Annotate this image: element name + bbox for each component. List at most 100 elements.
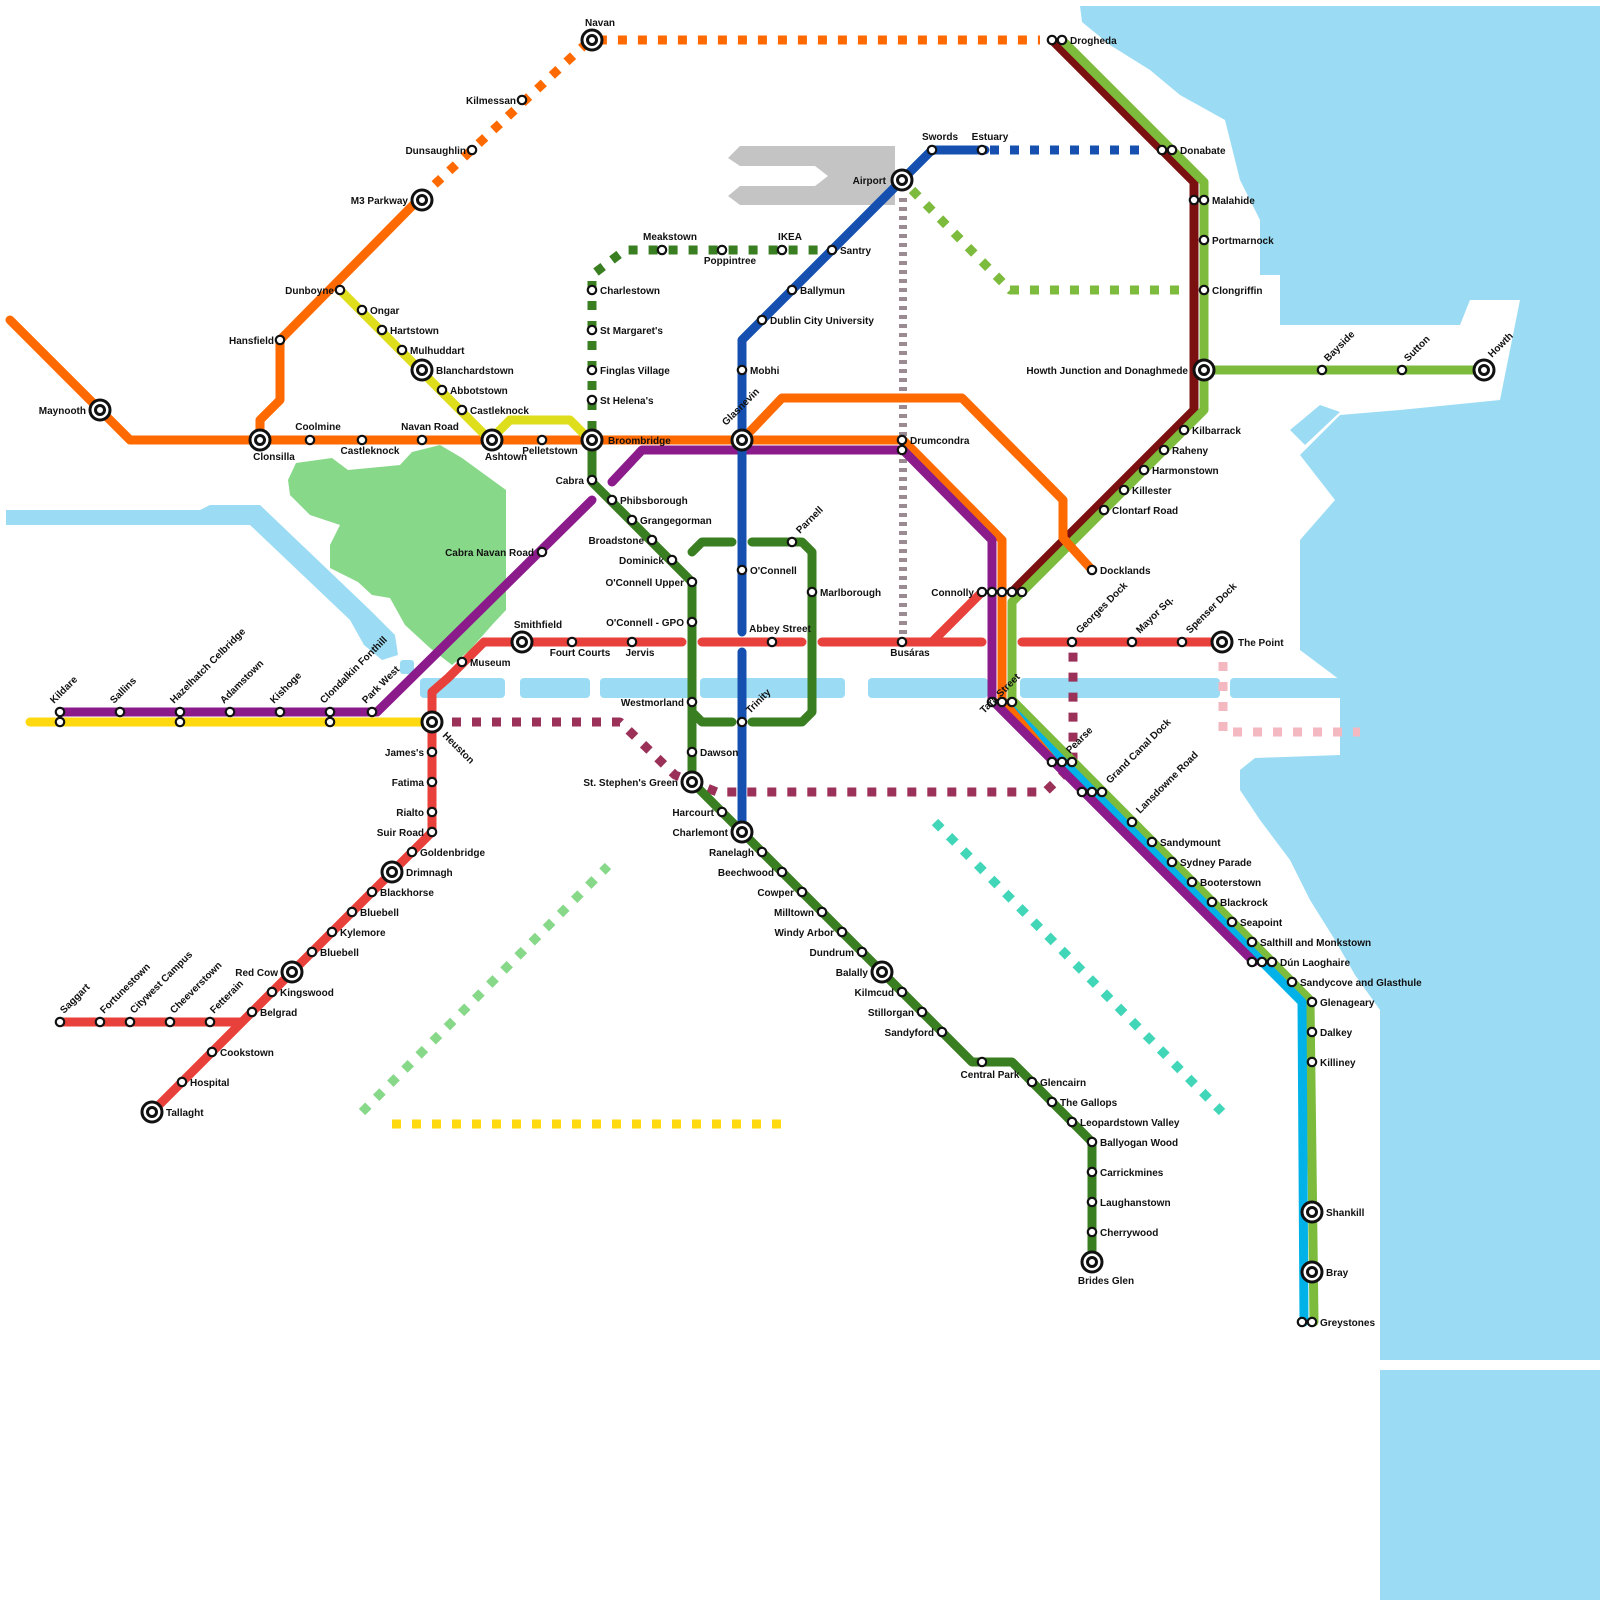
station-hansfield[interactable]: Hansfield bbox=[229, 334, 286, 347]
station-kilmessan[interactable]: Kilmessan bbox=[466, 94, 528, 107]
station-georges-dock[interactable]: Georges Dock bbox=[1066, 580, 1131, 648]
station-glenageary[interactable]: Glenageary bbox=[1306, 996, 1375, 1009]
station-jervis[interactable]: Jervis bbox=[626, 636, 655, 659]
station-st-helenas[interactable]: St Helena's bbox=[586, 394, 654, 407]
station-navan-road[interactable]: Navan Road bbox=[401, 422, 459, 446]
station-finglas-village[interactable]: Finglas Village bbox=[586, 364, 670, 377]
station-ongar[interactable]: Ongar bbox=[356, 304, 400, 317]
station-ikea[interactable]: IKEA bbox=[776, 232, 802, 256]
station-oconnell-upper[interactable]: O'Connell Upper bbox=[606, 576, 698, 589]
station-ashtown[interactable]: Ashtown bbox=[480, 428, 527, 463]
station-windy-arbor[interactable]: Windy Arbor bbox=[774, 926, 848, 939]
station-laughanstown[interactable]: Laughanstown bbox=[1086, 1196, 1171, 1209]
station-the-gallops[interactable]: The Gallops bbox=[1046, 1096, 1118, 1109]
station-sandycove[interactable]: Sandycove and Glasthule bbox=[1286, 976, 1422, 989]
station-brides-glen[interactable]: Brides Glen bbox=[1078, 1250, 1134, 1287]
station-airport[interactable]: Airport bbox=[853, 168, 914, 192]
station-blackhorse[interactable]: Blackhorse bbox=[366, 886, 435, 899]
station-booterstown[interactable]: Booterstown bbox=[1186, 876, 1261, 889]
station-seapoint[interactable]: Seapoint bbox=[1226, 916, 1283, 929]
station-fatima[interactable]: Fatima bbox=[392, 776, 438, 789]
station-goldenbridge[interactable]: Goldenbridge bbox=[406, 846, 486, 859]
station-dunboyne[interactable]: Dunboyne bbox=[285, 284, 346, 297]
station-connolly[interactable]: Connolly bbox=[931, 586, 1028, 599]
station-drimnagh[interactable]: Drimnagh bbox=[380, 860, 453, 884]
station-the-point[interactable]: The Point bbox=[1210, 630, 1284, 654]
station-drogheda[interactable]: Drogheda bbox=[1046, 34, 1117, 47]
station-belgrad[interactable]: Belgrad bbox=[246, 1006, 297, 1019]
station-clonsilla[interactable]: Clonsilla bbox=[248, 428, 295, 463]
station-clongriffin[interactable]: Clongriffin bbox=[1198, 284, 1263, 297]
station-four-courts[interactable]: Fourt Courts bbox=[550, 636, 611, 659]
station-tallaght[interactable]: Tallaght bbox=[140, 1100, 204, 1124]
station-suir-road[interactable]: Suir Road bbox=[377, 826, 438, 839]
station-oconnell-gpo[interactable]: O'Connell - GPO bbox=[606, 616, 698, 629]
station-castleknock-yg[interactable]: Castleknock bbox=[456, 404, 530, 417]
station-leopardstown-valley[interactable]: Leopardstown Valley bbox=[1066, 1116, 1180, 1129]
station-raheny[interactable]: Raheny bbox=[1158, 444, 1209, 457]
station-balally[interactable]: Balally bbox=[836, 960, 894, 984]
station-westmorland[interactable]: Westmorland bbox=[621, 696, 698, 709]
station-kylemore[interactable]: Kylemore bbox=[326, 926, 386, 939]
station-dalkey[interactable]: Dalkey bbox=[1306, 1026, 1353, 1039]
station-jamess[interactable]: James's bbox=[385, 746, 438, 759]
station-docklands[interactable]: Docklands bbox=[1086, 564, 1151, 577]
station-ballymun[interactable]: Ballymun bbox=[786, 284, 845, 297]
station-bluebell-1[interactable]: Bluebell bbox=[346, 906, 399, 919]
station-broadstone[interactable]: Broadstone bbox=[588, 534, 658, 547]
station-st-margarets[interactable]: St Margaret's bbox=[586, 324, 664, 337]
station-phibsborough[interactable]: Phibsborough bbox=[606, 494, 688, 507]
station-maynooth[interactable]: Maynooth bbox=[39, 398, 112, 422]
station-cabra-navan-road[interactable]: Cabra Navan Road bbox=[445, 546, 548, 559]
station-sydney-parade[interactable]: Sydney Parade bbox=[1166, 856, 1252, 869]
station-glencairn[interactable]: Glencairn bbox=[1026, 1076, 1086, 1089]
station-portmarnock[interactable]: Portmarnock bbox=[1198, 234, 1274, 247]
station-killiney[interactable]: Killiney bbox=[1306, 1056, 1356, 1069]
station-red-cow[interactable]: Red Cow bbox=[235, 960, 304, 984]
station-mobhi[interactable]: Mobhi bbox=[736, 364, 780, 377]
station-stillorgan[interactable]: Stillorgan bbox=[868, 1006, 928, 1019]
station-estuary[interactable]: Estuary bbox=[972, 132, 1009, 156]
station-dun-laoghaire[interactable]: Dún Laoghaire bbox=[1246, 956, 1351, 969]
station-dominick[interactable]: Dominick bbox=[619, 554, 678, 567]
station-lansdowne-road[interactable]: Lansdowne Road bbox=[1126, 750, 1201, 828]
station-abbey-street[interactable]: Abbey Street bbox=[749, 624, 812, 648]
station-harcourt[interactable]: Harcourt bbox=[672, 806, 728, 819]
station-parnell[interactable]: Parnell bbox=[786, 505, 826, 548]
station-hospital[interactable]: Hospital bbox=[176, 1076, 230, 1089]
station-rialto[interactable]: Rialto bbox=[396, 806, 438, 819]
station-citywest[interactable]: Citywest Campus bbox=[124, 949, 196, 1028]
station-dunsaughlin[interactable]: Dunsaughlin bbox=[405, 144, 478, 157]
station-cabra[interactable]: Cabra bbox=[556, 474, 598, 487]
station-dundrum[interactable]: Dundrum bbox=[810, 946, 868, 959]
station-ranelagh[interactable]: Ranelagh bbox=[709, 846, 768, 859]
station-kilmacud[interactable]: Kilmcud bbox=[855, 986, 908, 999]
station-sandymount[interactable]: Sandymount bbox=[1146, 836, 1221, 849]
station-hartstown[interactable]: Hartstown bbox=[376, 324, 439, 337]
station-drumcondra[interactable]: Drumcondra bbox=[896, 434, 970, 456]
station-busaras[interactable]: Busáras bbox=[890, 636, 930, 659]
station-marlborough[interactable]: Marlborough bbox=[806, 586, 881, 599]
station-poppintree[interactable]: Poppintree bbox=[704, 244, 757, 267]
station-killester[interactable]: Killester bbox=[1118, 484, 1172, 497]
station-salthill[interactable]: Salthill and Monkstown bbox=[1246, 936, 1371, 949]
station-charlestown[interactable]: Charlestown bbox=[586, 284, 660, 297]
station-milltown[interactable]: Milltown bbox=[774, 906, 828, 919]
station-cherrywood[interactable]: Cherrywood bbox=[1086, 1226, 1159, 1239]
station-smithfield[interactable]: Smithfield bbox=[510, 620, 562, 654]
station-cookstown[interactable]: Cookstown bbox=[206, 1046, 274, 1059]
station-blanchardstown[interactable]: Blanchardstown bbox=[410, 358, 514, 382]
station-dcu[interactable]: Dublin City University bbox=[756, 314, 875, 327]
station-museum[interactable]: Museum bbox=[456, 656, 511, 669]
station-beechwood[interactable]: Beechwood bbox=[718, 866, 788, 879]
station-bray[interactable]: Bray bbox=[1300, 1260, 1349, 1284]
station-clontarf-road[interactable]: Clontarf Road bbox=[1098, 504, 1178, 517]
station-donabate[interactable]: Donabate bbox=[1156, 144, 1226, 157]
station-pelletstown[interactable]: Pelletstown bbox=[522, 434, 578, 457]
station-charlemont[interactable]: Charlemont bbox=[672, 820, 754, 844]
station-navan[interactable]: Navan bbox=[580, 18, 615, 52]
station-bluebell-2[interactable]: Bluebell bbox=[306, 946, 359, 959]
station-abbotstown[interactable]: Abbotstown bbox=[436, 384, 508, 397]
station-meakstown[interactable]: Meakstown bbox=[643, 232, 697, 256]
station-santry[interactable]: Santry bbox=[826, 244, 872, 257]
